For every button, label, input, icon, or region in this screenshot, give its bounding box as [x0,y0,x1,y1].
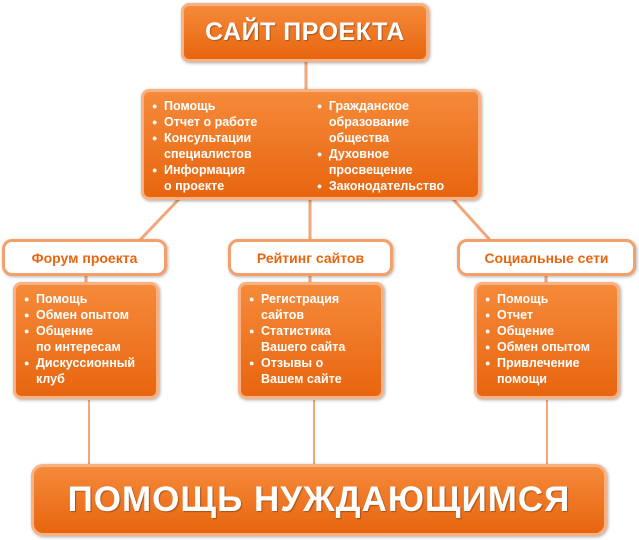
branch-social-title: Социальные сети [484,249,609,266]
list-item: Помощь [485,291,613,307]
branch-forum-list: Помощь Обмен опытом Общение по интересам… [24,291,152,387]
branch-forum-title-box: Форум проекта [2,239,167,276]
list-item: Духовное просвещение [317,146,472,178]
center-right-list: Гражданское образование общества Духовно… [317,98,472,197]
center-box: Помощь Отчет о работе Консультации специ… [141,89,481,200]
branch-forum-list-box: Помощь Обмен опытом Общение по интересам… [13,282,159,399]
branch-social-list-box: Помощь Отчет Общение Обмен опытом Привле… [474,282,620,399]
branch-social-list: Помощь Отчет Общение Обмен опытом Привле… [485,291,613,387]
branch-rating-title-box: Рейтинг сайтов [228,239,393,276]
list-item: Гражданское образование общества [317,98,472,146]
list-item: Законодательство [317,178,472,194]
branch-rating-title: Рейтинг сайтов [256,249,365,266]
bottom-title: ПОМОЩЬ НУЖДАЮЩИМСЯ [67,480,571,519]
list-item: Общение по интересам [24,323,152,355]
list-item: Помощь [152,98,317,114]
top-title: САЙТ ПРОЕКТА [205,18,405,46]
list-item: Дискуссионный клуб [24,355,152,387]
list-item: Отзывы о Вашем сайте [249,355,377,387]
list-item: Отчет о работе [152,114,317,130]
list-item: Статистика Вашего сайта [249,323,377,355]
center-left-list: Помощь Отчет о работе Консультации специ… [152,98,317,197]
branch-forum-title: Форум проекта [31,249,138,266]
branch-social-title-box: Социальные сети [457,239,636,276]
list-item: Отчет [485,307,613,323]
list-item: Помощь [24,291,152,307]
list-item: Обмен опытом [24,307,152,323]
list-item: Общение [485,323,613,339]
bottom-title-box: ПОМОЩЬ НУЖДАЮЩИМСЯ [31,464,607,536]
branch-rating-list-box: Регистрация сайтов Статистика Вашего сай… [238,282,384,399]
list-item: Обмен опытом [485,339,613,355]
connector-center-social [450,196,492,242]
list-item: Консультации специалистов [152,130,317,162]
branch-rating-list: Регистрация сайтов Статистика Вашего сай… [249,291,377,387]
connector-center-forum [138,196,182,242]
top-title-box: САЙТ ПРОЕКТА [181,3,429,62]
list-item: Информация о проекте [152,162,317,194]
list-item: Привлечение помощи [485,355,613,387]
list-item: Регистрация сайтов [249,291,377,323]
